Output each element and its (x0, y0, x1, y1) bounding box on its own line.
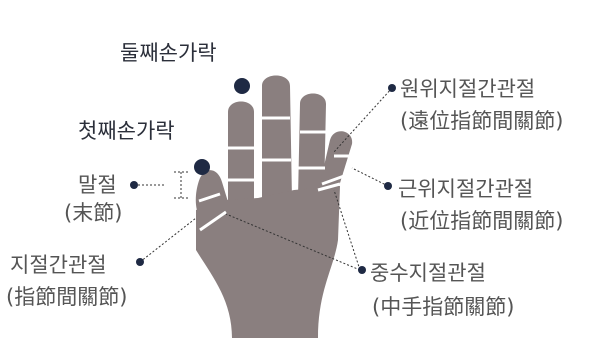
middle-finger (262, 75, 292, 205)
joint-lines (198, 116, 350, 232)
markers (130, 78, 396, 274)
mcp-leader-2 (225, 213, 361, 271)
first-finger-label: 첫째손가락 (78, 119, 175, 143)
pip-leader (351, 167, 389, 187)
mcp-joint-label: 중수지절관절 (370, 261, 486, 285)
pip-joint-label: 근위지절간관절 (398, 177, 534, 201)
dip-marker (388, 84, 396, 92)
mcp-marker (358, 266, 366, 274)
thumb-mcp-line (199, 210, 227, 232)
dip-joint-hanja: (遠位指節間關節) (400, 109, 564, 133)
pip-marker (384, 182, 392, 190)
first-finger-marker (194, 159, 210, 175)
ip-joint-hanja: (指節間關節) (6, 285, 128, 309)
little-pip-line (321, 174, 345, 186)
thumb-ip-line (198, 192, 221, 203)
dip-joint-label: 원위지절간관절 (400, 77, 536, 101)
palm (196, 186, 340, 338)
little-finger (318, 131, 353, 196)
ring-finger (298, 93, 326, 198)
little-mcp-line (317, 182, 341, 192)
dip-leader (333, 87, 393, 153)
distal-phalanx-hanja: (末節) (64, 201, 123, 225)
ip-leader (139, 217, 197, 263)
mcp-joint-hanja: (中手指節關節) (372, 295, 515, 319)
distal-marker (130, 181, 138, 189)
pip-joint-hanja: (近位指節間關節) (400, 209, 564, 233)
distal-phalanx-label: 말절 (78, 173, 117, 197)
index-finger (228, 101, 254, 215)
second-finger-marker (234, 78, 250, 94)
leader-lines (134, 87, 393, 271)
second-finger-label: 둘째손가락 (120, 41, 217, 65)
hand-shape (195, 75, 353, 338)
ip-marker (136, 258, 144, 266)
ip-joint-label: 지절간관절 (10, 253, 107, 277)
